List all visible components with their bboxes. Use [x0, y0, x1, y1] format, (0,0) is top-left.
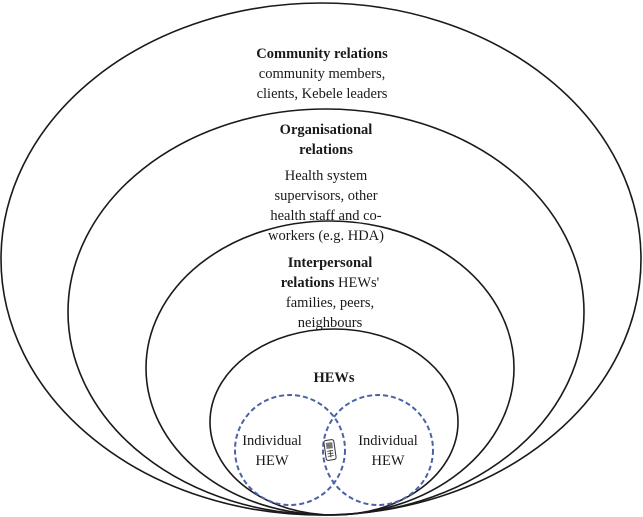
organisational-relations-line4: workers (e.g. HDA)	[268, 228, 384, 244]
organisational-relations-title-line1: Organisational	[279, 122, 373, 138]
organisational-relations-line2: supervisors, other	[274, 188, 378, 204]
hews-label: HEWs	[294, 368, 374, 388]
organisational-relations-line1: Health system	[284, 168, 368, 184]
interpersonal-relations-line2: families, peers,	[285, 295, 375, 311]
organisational-relations-title-line2: relations	[299, 142, 353, 158]
interpersonal-relations-title-line2: relations	[280, 275, 335, 291]
community-relations-label: Community relations community members, c…	[222, 44, 422, 104]
hews-ellipse	[209, 328, 459, 516]
mobile-phone-icon	[323, 439, 337, 461]
individual-hew-right-line2: HEW	[371, 453, 405, 469]
individual-hew-left-line1: Individual	[242, 433, 302, 449]
hews-title: HEWs	[313, 370, 355, 386]
individual-hew-right-line1: Individual	[358, 433, 418, 449]
interpersonal-relations-line1: relations HEWs'	[240, 273, 420, 293]
individual-hew-right-label: Individual HEW	[348, 431, 428, 471]
individual-hew-left-circle	[234, 394, 346, 506]
community-relations-line2: clients, Kebele leaders	[256, 86, 388, 102]
interpersonal-relations-line3: neighbours	[297, 315, 363, 331]
individual-hew-right-circle	[322, 394, 434, 506]
interpersonal-relations-line1-rest: HEWs'	[338, 275, 380, 291]
individual-hew-left-line2: HEW	[255, 453, 289, 469]
interpersonal-relations-label: Interpersonal relations HEWs' families, …	[240, 253, 420, 333]
individual-hew-left-label: Individual HEW	[232, 431, 312, 471]
organisational-relations-line3: health staff and co-	[270, 208, 382, 224]
community-relations-line1: community members,	[258, 66, 386, 82]
interpersonal-relations-title-line1: Interpersonal	[287, 255, 373, 271]
organisational-relations-label: Organisational relations Health system s…	[236, 120, 416, 246]
community-relations-title: Community relations	[256, 46, 388, 62]
